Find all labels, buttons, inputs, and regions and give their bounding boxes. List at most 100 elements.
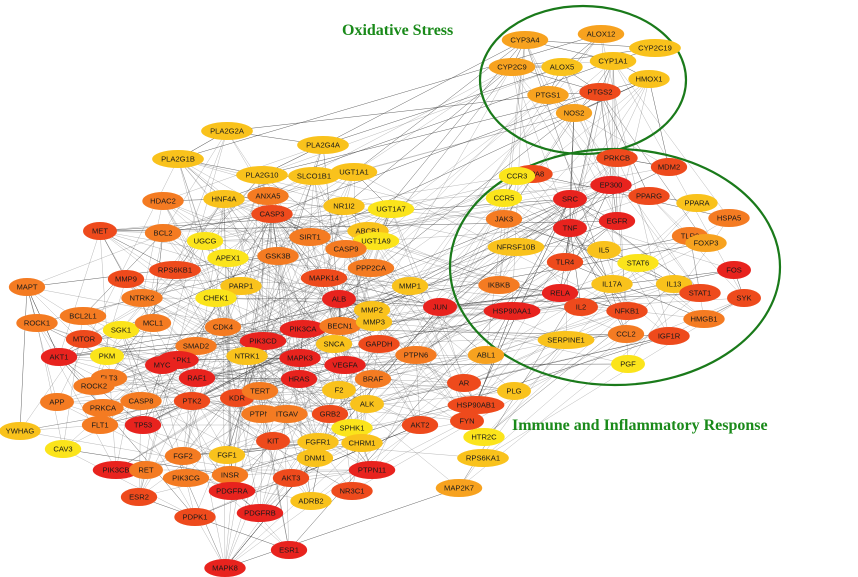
edge	[174, 130, 228, 271]
node-label: UGT1A7	[376, 205, 406, 214]
node-ptgs1: PTGS1	[527, 86, 569, 104]
node-shape	[297, 136, 349, 154]
node-chrm1: CHRM1	[341, 434, 383, 452]
node-shape	[279, 320, 327, 338]
node-label: SYK	[736, 294, 751, 303]
node-alk: ALK	[350, 395, 384, 413]
edge	[223, 198, 369, 232]
node-label: JAK3	[495, 215, 513, 224]
node-shape	[266, 405, 308, 423]
edge	[224, 477, 292, 569]
edge	[580, 297, 745, 308]
edge	[599, 91, 650, 197]
node-shape	[358, 335, 400, 353]
edge	[141, 200, 164, 299]
node-label: PRKCA	[90, 404, 117, 413]
node-shape	[487, 238, 545, 256]
node-label: PDGFRB	[244, 509, 276, 518]
node-label: AKT1	[50, 353, 69, 362]
edge	[309, 78, 650, 238]
node-label: MAPT	[16, 283, 37, 292]
edge	[62, 377, 198, 450]
node-f2: F2	[322, 381, 356, 399]
node-label: PLA2G1B	[161, 155, 195, 164]
edge	[99, 213, 273, 232]
node-ntrk2: NTRK2	[121, 289, 163, 307]
edge	[106, 343, 335, 357]
node-tlr4: TLR4	[546, 253, 584, 271]
node-label: PTK2	[183, 397, 202, 406]
edge	[345, 248, 468, 422]
edge	[370, 66, 563, 269]
node-tp53: TP53	[124, 416, 162, 434]
node-label: ROCK1	[24, 319, 50, 328]
edge	[223, 198, 319, 443]
edge	[322, 66, 563, 146]
node-rps6kb1: RPS6KB1	[149, 261, 201, 279]
node-shape	[90, 347, 124, 365]
node-shape	[541, 284, 579, 302]
edge	[26, 286, 335, 345]
node-shape	[501, 31, 549, 49]
node-label: GRB2	[320, 410, 341, 419]
node-label: ROCK2	[81, 382, 107, 391]
node-shape	[195, 289, 237, 307]
node-label: NR3C1	[340, 487, 365, 496]
node-hras: HRAS	[280, 370, 318, 388]
node-label: KIT	[267, 437, 279, 446]
node-label: ALOX12	[587, 30, 616, 39]
node-shape	[579, 83, 621, 101]
edge	[302, 175, 315, 330]
node-ar: AR	[447, 374, 481, 392]
node-label: PIK3CA	[289, 325, 317, 334]
node-mmp3: MMP3	[355, 313, 393, 331]
edge	[439, 157, 618, 308]
node-alb: ALB	[322, 290, 356, 308]
node-fgf1: FGF1	[208, 446, 246, 464]
edge	[511, 262, 639, 312]
edge	[227, 257, 375, 323]
node-mmp1: MMP1	[391, 277, 429, 295]
node-dnm1: DNM1	[296, 449, 334, 467]
node-shape	[134, 314, 172, 332]
node-shape	[553, 219, 587, 237]
node-label: CHRM1	[348, 439, 375, 448]
node-label: PTPN1	[250, 410, 274, 419]
node-label: JUN	[433, 303, 448, 312]
node-parp1: PARP1	[220, 277, 262, 295]
node-label: CCR3	[507, 172, 528, 181]
node-shape	[174, 508, 216, 526]
node-label: IKBKB	[488, 281, 510, 290]
edge	[58, 230, 101, 358]
edge	[482, 333, 627, 459]
node-label: CCR5	[494, 194, 515, 203]
edge	[182, 413, 263, 457]
edge	[240, 285, 513, 312]
node-label: F2	[335, 386, 344, 395]
node-pdgfra: PDGFRA	[208, 482, 256, 500]
edge	[573, 112, 670, 168]
edge	[125, 278, 411, 287]
node-shape	[685, 234, 727, 252]
node-label: HTR2C	[471, 433, 497, 442]
node-label: ESR2	[129, 493, 149, 502]
edge	[162, 200, 341, 327]
node-akt1: AKT1	[40, 348, 78, 366]
node-label: GSK3B	[265, 252, 290, 261]
node-adrb2: ADRB2	[290, 492, 332, 510]
node-braf: BRAF	[354, 370, 392, 388]
node-label: NR1I2	[333, 202, 355, 211]
node-label: ESR1	[279, 546, 299, 555]
edge	[204, 205, 345, 242]
node-shape	[280, 370, 318, 388]
node-shape	[226, 347, 268, 365]
node-shape	[152, 150, 204, 168]
node-mapk8: MAPK8	[204, 559, 246, 577]
node-shape	[44, 440, 82, 458]
edge	[26, 286, 58, 403]
node-insr: INSR	[211, 466, 249, 484]
node-label: ITGAV	[276, 410, 299, 419]
node-shape	[236, 166, 288, 184]
edge	[271, 175, 518, 215]
node-label: KDR	[229, 394, 246, 403]
